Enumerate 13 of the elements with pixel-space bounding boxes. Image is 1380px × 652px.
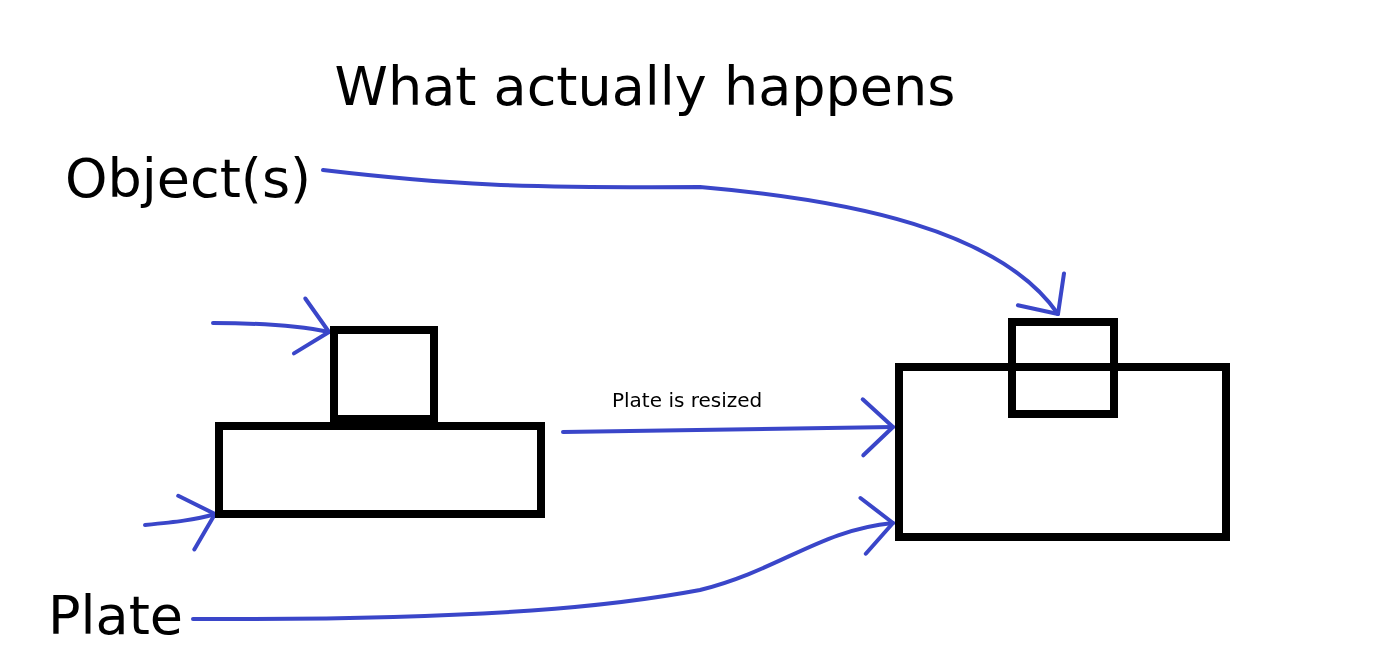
- object-box: [330, 326, 438, 423]
- diagram-title: What actually happens: [334, 57, 956, 117]
- arrow: [191, 497, 895, 621]
- arrow: [321, 168, 1063, 316]
- edge-label: Plate is resized: [612, 388, 763, 412]
- plate-label: Plate: [48, 585, 184, 648]
- arrow: [143, 493, 217, 552]
- plate-box: [215, 422, 545, 518]
- arrow: [211, 296, 331, 356]
- object-label: Object(s): [65, 148, 312, 211]
- object-box: [1008, 318, 1118, 418]
- arrow: [561, 397, 895, 458]
- plate-box: [895, 363, 1230, 541]
